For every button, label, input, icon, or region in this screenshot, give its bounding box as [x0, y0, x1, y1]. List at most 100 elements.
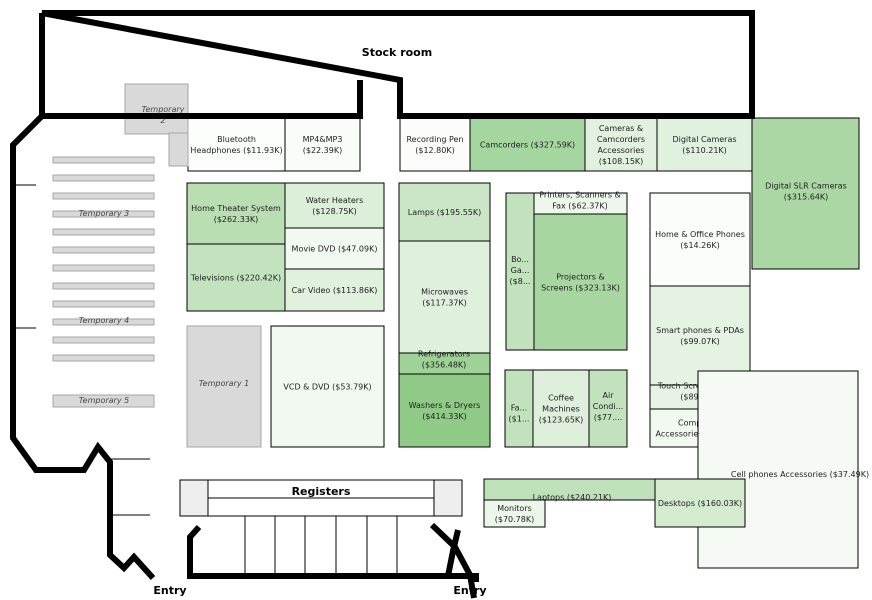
- dept-washers-label-line: ($414.33K): [422, 412, 467, 421]
- dept-washers-label-line: Washers & Dryers: [409, 401, 481, 410]
- dept-lamps-label: Lamps ($195.55K): [408, 208, 482, 217]
- dept-carvideo-label-line: Car Video ($113.86K): [292, 286, 378, 295]
- dept-carvideo-area: [284, 268, 385, 312]
- temporary-t3-shelf: [52, 192, 155, 200]
- dept-boga-label: Bo...Ga...($8...: [510, 255, 531, 286]
- dept-aircond-area: [588, 369, 628, 448]
- dept-boga-area: [505, 192, 535, 351]
- dept-fridge-label-line: ($356.48K): [422, 361, 467, 370]
- entry-right-label: Entry: [453, 584, 486, 597]
- dept-monitors-area: [483, 499, 546, 528]
- dept-cellacc-label-line: Cell phones Accessories ($37.49K): [731, 470, 869, 479]
- dept-dslr-label-line: Digital SLR Cameras: [765, 182, 847, 191]
- dept-desktops-label-line: Desktops ($160.03K): [658, 499, 742, 508]
- dept-monitors-label-line: Monitors: [497, 504, 532, 513]
- temporary-t2-shelf: [168, 132, 189, 167]
- dept-smartphones-label-line: Smart phones & PDAs: [656, 326, 744, 335]
- dept-fa-label: Fa... ($1...: [509, 404, 530, 424]
- entry-left-label: Entry: [153, 584, 186, 597]
- dept-printers-label-line: Printers, Scanners &: [539, 191, 621, 200]
- dept-micro-label: Microwaves($117.37K): [421, 288, 468, 308]
- dept-waterheat-label-line: ($128.75K): [312, 207, 357, 216]
- dept-desktops-area: [654, 478, 746, 528]
- dept-fa-label-line: ($1...: [509, 415, 530, 424]
- dept-washers-label: Washers & Dryers ($414.33K): [409, 401, 481, 421]
- dept-projectors-label-line: Screens ($323.13K): [541, 284, 620, 293]
- dept-projectors-label-line: Projectors &: [556, 273, 605, 282]
- dept-mp4-label: MP4&MP3($22.39K): [303, 135, 343, 155]
- dept-fridge-label: Refrigerators ($356.48K): [418, 350, 470, 370]
- dept-lamps-label-line: Lamps ($195.55K): [408, 208, 482, 217]
- dept-vcd-area: [270, 325, 385, 448]
- dept-recpen-label-line: ($12.80K): [415, 146, 454, 155]
- dept-smartphones-area: [649, 285, 751, 386]
- dept-monitors-label: Monitors ($70.78K): [495, 504, 534, 524]
- dept-smartphones-label: Smart phones & PDAs ($99.07K): [656, 326, 744, 346]
- dept-tv-label-line: Televisions ($220.42K): [190, 274, 281, 283]
- dept-homephones-label-line: Home & Office Phones: [655, 230, 745, 239]
- dept-waterheat-area: [284, 182, 385, 229]
- dept-coffee-area: [532, 369, 590, 448]
- dept-digicam-area: [656, 117, 753, 172]
- dept-printers-label-line: Fax ($62.37K): [552, 202, 608, 211]
- dept-washers-area: [398, 373, 491, 448]
- dept-waterheat-label-line: Water Heaters: [306, 196, 364, 205]
- dept-moviedvd-label: Movie DVD ($47.09K): [292, 245, 378, 254]
- dept-laptops-label-line: Laptops ($240.21K): [533, 493, 612, 502]
- dept-camcorders-area: [469, 117, 586, 172]
- temporary-t3-shelf: [52, 210, 155, 218]
- dept-dslr-area: [751, 117, 860, 270]
- temporary-t3-label: Temporary 3: [79, 209, 129, 218]
- dept-boga-label-line: ($8...: [510, 277, 531, 286]
- temporary-t4-shelf: [52, 336, 155, 344]
- dept-cellacc-area: [697, 370, 859, 569]
- dept-moviedvd-area: [284, 227, 385, 270]
- dept-recpen-label: Recording Pen($12.80K): [406, 135, 463, 155]
- dept-fa-label-line: Fa...: [511, 404, 527, 413]
- temporary-t1-shelf: [186, 325, 262, 448]
- temporary-t2-shelf: [124, 83, 189, 135]
- dept-fa-area: [504, 369, 534, 448]
- dept-tv-label: Televisions ($220.42K): [190, 274, 281, 283]
- dept-hts-label-line: Home Theater System: [191, 204, 281, 213]
- dept-camacc-label-line: Cameras &: [599, 124, 643, 133]
- temporary-t4-shelf: [52, 354, 155, 362]
- dept-homephones-area: [649, 192, 751, 287]
- dept-monitors-label-line: ($70.78K): [495, 515, 534, 524]
- dept-dslr-label: Digital SLR Cameras($315.64K): [765, 182, 847, 202]
- temporary-t3-shelf: [52, 264, 155, 272]
- dept-tv-area: [186, 243, 286, 312]
- temporary-t3-shelf: [52, 174, 155, 182]
- dept-camcorders-label-line: Camcorders ($327.59K): [480, 141, 575, 150]
- temporary-t2-label-line: 2: [160, 116, 165, 125]
- dept-micro-area: [398, 240, 491, 354]
- dept-camacc-label-line: Accessories: [598, 146, 645, 155]
- dept-projectors-area: [533, 213, 628, 351]
- dept-hts-label-line: ($262.33K): [214, 215, 259, 224]
- dept-micro-label-line: Microwaves: [421, 288, 468, 297]
- dept-hts-area: [186, 182, 286, 245]
- fixed-labels: Stock room Registers Entry Entry: [153, 46, 486, 597]
- dept-smartphones-label-line: ($99.07K): [680, 337, 719, 346]
- temporary-t4-shelf: [52, 318, 155, 326]
- dept-boga-label-line: Bo...: [511, 255, 529, 264]
- dept-waterheat-label: Water Heaters ($128.75K): [306, 196, 364, 216]
- dept-homephones-label: Home & Office Phones($14.26K): [655, 230, 745, 250]
- dept-bluetooth-label-line: Headphones ($11.93K): [190, 146, 282, 155]
- dept-camacc-label-line: Camcorders: [597, 135, 645, 144]
- dept-digicam-label: Digital Cameras($110.21K): [672, 135, 736, 155]
- dept-fridge-label-line: Refrigerators: [418, 350, 470, 359]
- walls: [10, 10, 755, 599]
- dept-cellacc-label: Cell phones Accessories ($37.49K): [731, 470, 869, 479]
- dept-bluetooth-label-line: Bluetooth: [217, 135, 256, 144]
- dept-digicam-label-line: ($110.21K): [682, 146, 727, 155]
- temporary-t3-shelf: [52, 246, 155, 254]
- dept-aircond-label-line: ($77....: [594, 413, 623, 422]
